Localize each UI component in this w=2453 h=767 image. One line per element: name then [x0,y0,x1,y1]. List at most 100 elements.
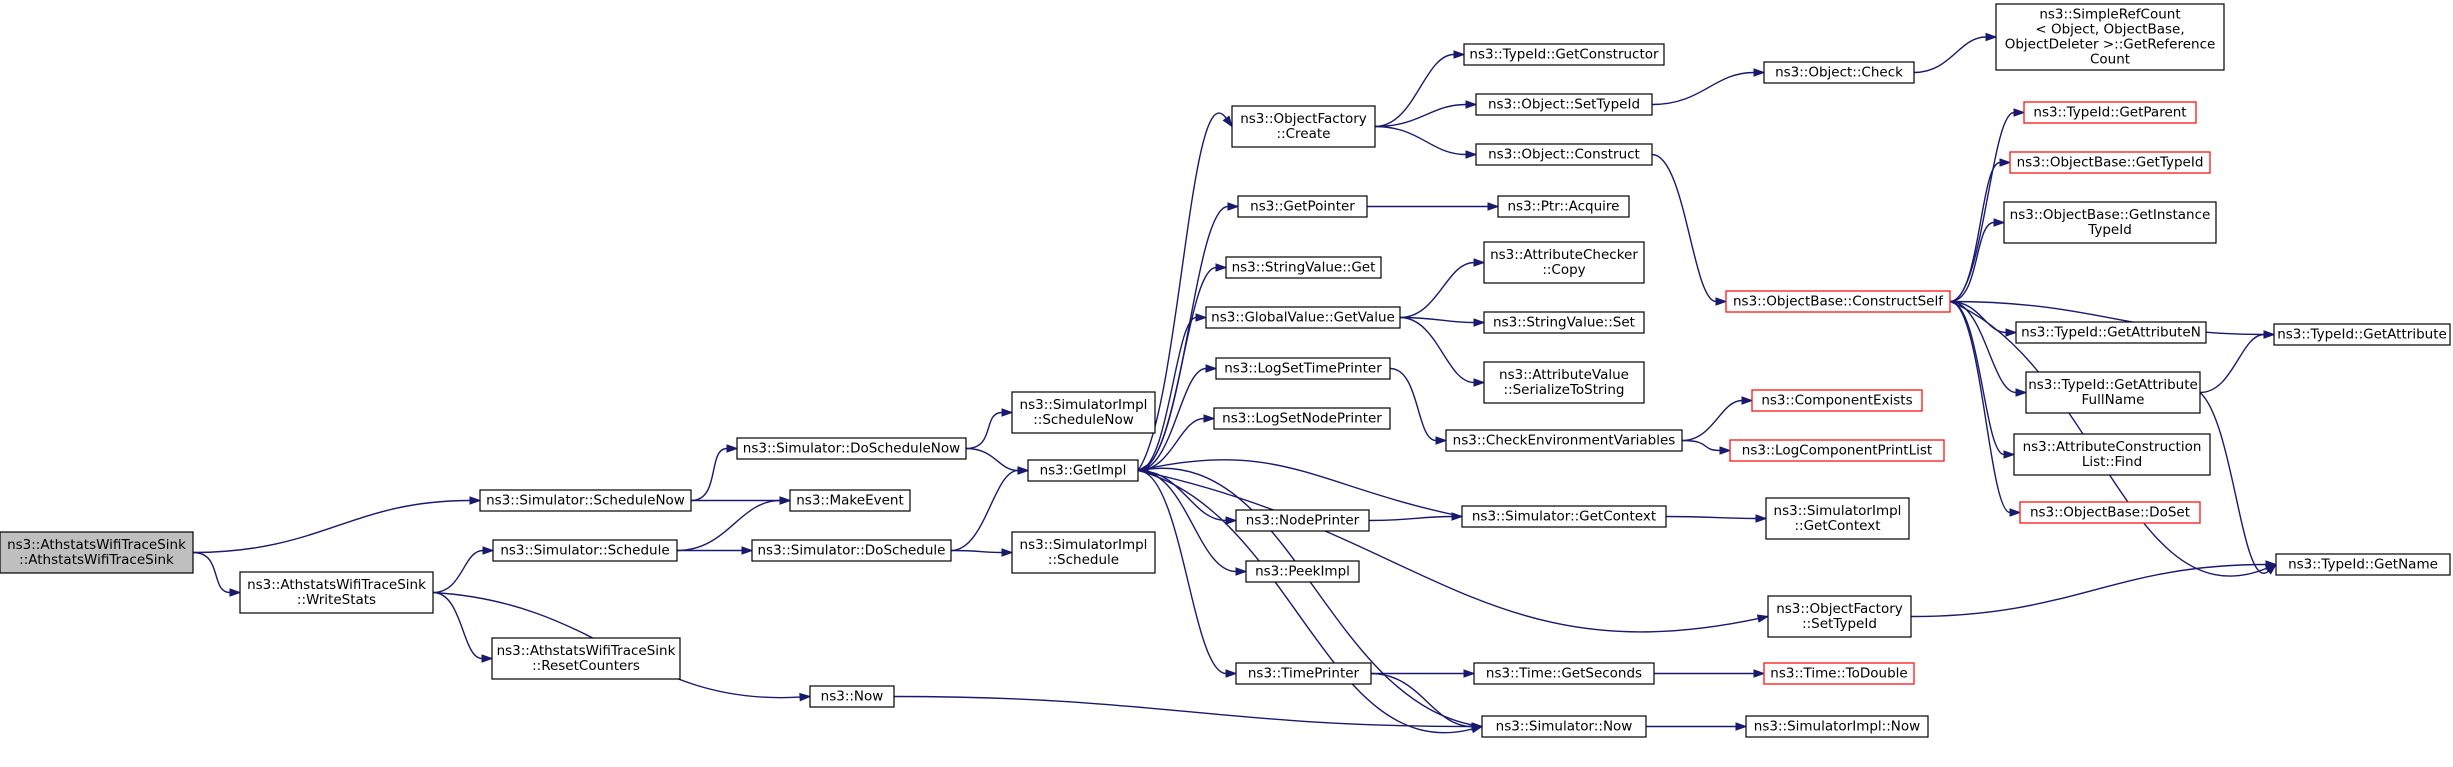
node-box [1235,509,1370,532]
node-label: FullName [2082,392,2145,408]
node-box [1483,361,1645,404]
node-typeid_getattribute[interactable]: ns3::TypeId::GetAttribute [2273,323,2451,346]
node-timeprinter[interactable]: ns3::TimePrinter [1235,662,1372,685]
node-label: ns3::AttributeChecker [1490,247,1638,263]
node-object_check[interactable]: ns3::Object::Check [1763,61,1915,84]
node-box [0,531,194,574]
edge-objectbase_constructself-to-objectbase_getinstancetypeid [1949,218,2006,303]
node-objectbase_constructself[interactable]: ns3::ObjectBase::ConstructSelf [1725,290,1951,313]
node-attributevalue_serialize[interactable]: ns3::AttributeValue::SerializeToString [1483,361,1645,404]
edge-timeprinter-to-simulator_now [1370,672,1484,731]
node-typeid_getattributen[interactable]: ns3::TypeId::GetAttributeN [2015,321,2207,344]
node-box [1483,311,1645,334]
node-stringvalue_get[interactable]: ns3::StringValue::Get [1225,256,1382,279]
node-typeid_getname[interactable]: ns3::TypeId::GetName [2275,553,2451,576]
node-objectbase_gettypeid[interactable]: ns3::ObjectBase::GetTypeId [2009,151,2211,174]
node-label: ::Copy [1542,262,1585,278]
node-box [1445,429,1683,452]
node-label: ns3::SimulatorImpl [1020,397,1148,413]
edge-line [1399,316,1475,324]
edge-logsettimeprinter-to-checkenvvars [1389,367,1448,445]
node-label: ns3::LogComponentPrintList [1742,443,1932,459]
node-box [492,539,678,562]
node-box [491,637,681,680]
node-box [2015,321,2207,344]
node-doschedule[interactable]: ns3::Simulator::DoSchedule [751,539,952,562]
node-writestats[interactable]: ns3::AthstatsWifiTraceSink::WriteStats [239,571,434,614]
arrowhead-icon [482,546,495,555]
node-componentexists[interactable]: ns3::ComponentExists [1751,389,1923,412]
node-nodeprinter[interactable]: ns3::NodePrinter [1235,509,1370,532]
node-simulator_now[interactable]: ns3::Simulator::Now [1481,715,1647,738]
node-impl_schedulenow[interactable]: ns3::SimulatorImpl::ScheduleNow [1011,391,1156,434]
node-schedule[interactable]: ns3::Simulator::Schedule [492,539,678,562]
node-box [1213,407,1391,430]
node-typeid_getconstructor[interactable]: ns3::TypeId::GetConstructor [1463,43,1665,66]
edge-line [1949,300,2007,334]
node-logsetnodeprinter[interactable]: ns3::LogSetNodePrinter [1213,407,1391,430]
node-getimpl[interactable]: ns3::GetImpl [1027,459,1139,482]
edge-line [1399,261,1475,319]
node-label: ns3::ComponentExists [1761,393,1912,409]
node-globalvalue_getvalue[interactable]: ns3::GlobalValue::GetValue [1205,306,1401,329]
edge-line [1665,515,1757,520]
node-time_getseconds[interactable]: ns3::Time::GetSeconds [1473,662,1655,685]
arrowhead-icon [1435,436,1448,445]
edge-objfactory_settypeid-to-typeid_getname [1910,560,2278,618]
node-attributechecker_copy[interactable]: ns3::AttributeChecker::Copy [1483,241,1645,284]
node-label: ns3::ObjectBase::GetTypeId [2017,155,2204,171]
node-stringvalue_set[interactable]: ns3::StringValue::Set [1483,311,1645,334]
arrowhead-icon [1487,202,1500,211]
node-getpointer[interactable]: ns3::GetPointer [1237,195,1368,218]
edge-getimpl-to-stringvalue_get [1137,263,1228,472]
arrowhead-icon [1463,669,1476,678]
node-object_construct[interactable]: ns3::Object::Construct [1475,143,1653,166]
edge-line [676,499,781,552]
node-objectbase_doset[interactable]: ns3::ObjectBase::DoSet [2019,501,2201,524]
node-label: ns3::AthstatsWifiTraceSink [247,577,426,593]
node-objfactory_create[interactable]: ns3::ObjectFactory::Create [1231,105,1376,148]
node-root[interactable]: ns3::AthstatsWifiTraceSink::AthstatsWifi… [0,531,194,574]
edge-schedule-to-makeevent [676,496,792,552]
arrowhead-icon [2005,328,2018,337]
node-label: ns3::StringValue::Set [1493,315,1635,331]
arrowhead-icon [1227,202,1240,211]
node-label: ns3::Time::ToDouble [1770,666,1907,682]
edge-time_getseconds-to-time_todouble [1653,669,1766,678]
node-impl_schedule[interactable]: ns3::SimulatorImpl::Schedule [1011,531,1156,574]
arrowhead-icon [1993,218,2006,227]
node-label: List::Find [2082,454,2142,470]
node-time_todouble[interactable]: ns3::Time::ToDouble [1763,662,1915,685]
node-ptr_acquire[interactable]: ns3::Ptr::Acquire [1497,195,1630,218]
node-logsettimeprinter[interactable]: ns3::LogSetTimePrinter [1215,357,1391,380]
node-schedulenow[interactable]: ns3::Simulator::ScheduleNow [479,489,692,512]
edge-line [690,447,728,502]
node-resetcounters[interactable]: ns3::AthstatsWifiTraceSink::ResetCounter… [491,637,681,680]
node-impl_now[interactable]: ns3::SimulatorImpl::Now [1745,715,1929,738]
node-simplerefcount[interactable]: ns3::SimpleRefCount< Object, ObjectBase,… [1995,3,2225,71]
node-peekimpl[interactable]: ns3::PeekImpl [1245,560,1360,583]
arrowhead-icon [1225,669,1238,678]
node-checkenvvars[interactable]: ns3::CheckEnvironmentVariables [1445,429,1683,452]
edge-getimpl-to-logsettimeprinter [1137,364,1218,472]
node-simulator_getcontext[interactable]: ns3::Simulator::GetContext [1461,505,1667,528]
edge-line [1370,672,1473,728]
edge-object_check-to-simplerefcount [1913,32,1998,74]
node-typeid_getparent[interactable]: ns3::TypeId::GetParent [2023,101,2197,124]
edge-getimpl-to-peekimpl [1137,469,1248,576]
node-object_settypeid[interactable]: ns3::Object::SetTypeId [1475,93,1653,116]
arrowhead-icon [1195,313,1208,322]
node-impl_getcontext[interactable]: ns3::SimulatorImpl::GetContext [1765,497,1910,540]
node-makeevent[interactable]: ns3::MakeEvent [789,489,911,512]
node-now[interactable]: ns3::Now [809,685,895,708]
edge-typeid_getattributefullname-to-typeid_getname [2199,391,2278,575]
node-box [1729,439,1945,462]
edge-simulator_getcontext-to-getimpl [1136,459,1463,518]
node-logcomponentprintlist[interactable]: ns3::LogComponentPrintList [1729,439,1945,462]
node-doschedulenow[interactable]: ns3::Simulator::DoScheduleNow [736,437,967,460]
node-objfactory_settypeid[interactable]: ns3::ObjectFactory::SetTypeId [1767,595,1912,638]
edge-globalvalue_getvalue-to-stringvalue_set [1399,316,1486,327]
